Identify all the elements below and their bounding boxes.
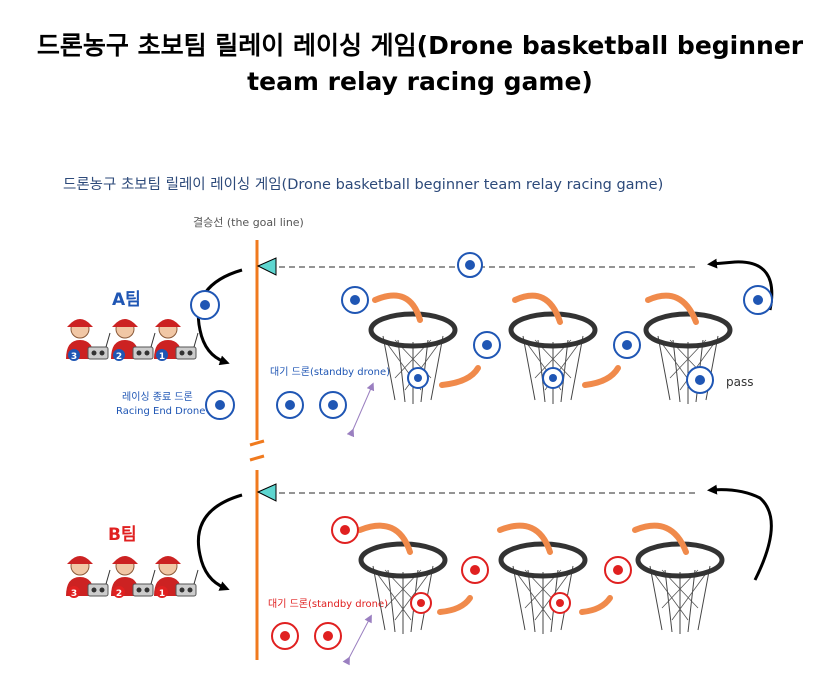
team-b-turn-arrow [707, 484, 773, 581]
team-b-operator-1: 1 [153, 555, 199, 599]
team-a-goal-triangle [256, 257, 277, 276]
team-a-start-arrow [196, 268, 243, 366]
team-b-label: B팀 [108, 525, 137, 545]
standby-label-b: 대기 드론(standby drone) [268, 598, 388, 610]
team-a-hoop-1 [371, 314, 455, 404]
team-b-drones [271, 516, 632, 650]
team-a-operator-number-3: 3 [71, 352, 77, 362]
team-a-hoop-3 [646, 314, 730, 404]
goal-line-break-mark [249, 439, 265, 462]
team-a-operator-number-1: 1 [159, 352, 165, 362]
team-b-hoop-3 [638, 544, 722, 634]
team-b-goal-triangle [256, 483, 277, 502]
racing-end-label-kr: 레이싱 종료 드론 [122, 391, 193, 403]
team-a-label: A팀 [112, 290, 141, 310]
main-title-line1: 드론농구 초보팀 릴레이 레이싱 게임(Drone basketball beg… [36, 31, 804, 60]
team-a-shot-arrows [372, 292, 699, 388]
diagram-subtitle: 드론농구 초보팀 릴레이 레이싱 게임(Drone basketball beg… [63, 176, 663, 193]
team-b-operator-2: 2 [110, 555, 156, 599]
team-a-operator-2: 2 [110, 318, 156, 362]
team-a-drones [190, 252, 773, 420]
racing-end-label-en: Racing End Drone [116, 406, 205, 417]
team-b-operator-number-2: 2 [116, 589, 122, 599]
pass-label: pass [726, 375, 753, 389]
goal-line-label: 결승선 (the goal line) [193, 216, 304, 229]
team-b-start-arrow [196, 493, 243, 591]
standby-label-a: 대기 드론(standby drone) [270, 366, 390, 378]
team-a-hoop-2 [511, 314, 595, 404]
team-a-operator-number-2: 2 [116, 352, 122, 362]
team-b-operators: 3 2 1 [65, 555, 199, 599]
team-b-hoop-1 [361, 544, 445, 634]
team-b-shot-arrows [357, 522, 689, 615]
main-title-line2: team relay racing game) [247, 67, 593, 96]
team-a-operator-1: 1 [153, 318, 199, 362]
standby-arrow-a [346, 382, 375, 438]
team-b-hoop-2 [501, 544, 585, 634]
team-b-operator-number-1: 1 [159, 589, 165, 599]
team-a-operator-3: 3 [65, 318, 111, 362]
standby-arrow-b [342, 614, 372, 666]
main-title: 드론농구 초보팀 릴레이 레이싱 게임(Drone basketball beg… [0, 28, 840, 100]
team-b-operator-number-3: 3 [71, 589, 77, 599]
team-a-operators: 3 2 1 [65, 318, 199, 362]
team-b-operator-3: 3 [65, 555, 111, 599]
